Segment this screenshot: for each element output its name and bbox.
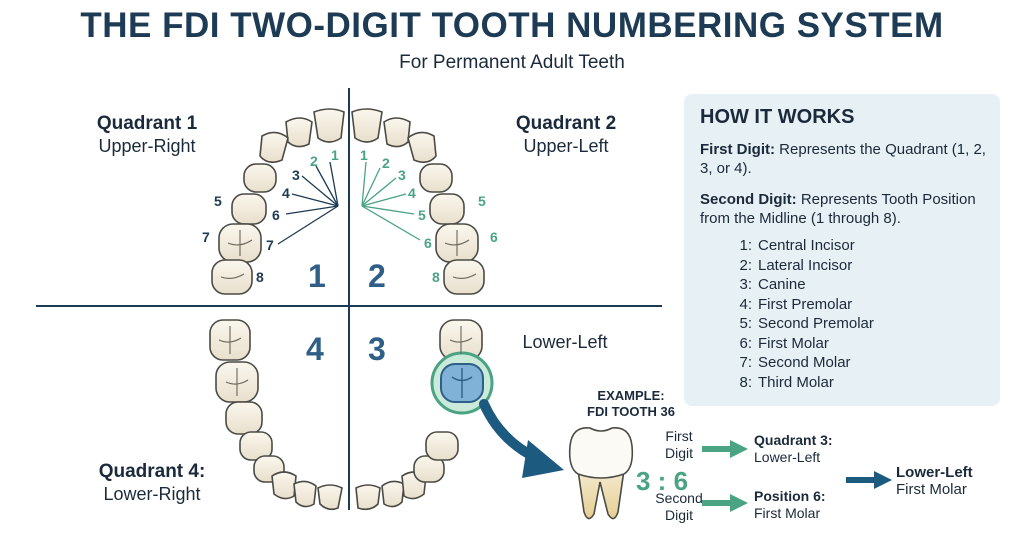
ul-callout-8: 8	[432, 269, 440, 285]
tooth-32	[381, 480, 405, 508]
quadrant-2-name: Quadrant 2	[515, 113, 617, 134]
quadrant-1-sub: Upper-Right	[98, 136, 196, 156]
quadrant-result: Quadrant 3: Lower-Left	[754, 432, 833, 465]
tooth-43	[271, 471, 297, 500]
first-digit-label: First Digit:	[700, 141, 775, 158]
molar-grooves	[218, 230, 477, 396]
upper-left-callout-lines	[361, 161, 421, 241]
tooth-15	[231, 193, 267, 225]
tooth-42	[293, 480, 317, 508]
list-item: 4:First Premolar	[739, 295, 853, 313]
ul-callout-3: 3	[398, 167, 406, 183]
example-tooth-illustration	[568, 427, 634, 520]
list-item: 1:Central Incisor	[739, 237, 855, 254]
ul-callout-1: 1	[360, 147, 368, 163]
ul-callout-5a: 5	[418, 207, 426, 223]
tooth-14	[243, 163, 277, 193]
tooth-position-list: 1:Central Incisor 2:Lateral Incisor 3:Ca…	[730, 236, 874, 392]
ul-callout-6a: 6	[424, 235, 432, 251]
page-title: THE FDI TWO-DIGIT TOOTH NUMBERING SYSTEM	[80, 6, 944, 45]
upper-left-callout-numbers: 1 2 3 4 5 5 6 6 8	[360, 147, 498, 285]
example-title-line2: FDI TOOTH 36	[587, 404, 675, 419]
lower-arch	[209, 319, 483, 511]
quadrant-1-name: Quadrant 1	[96, 113, 198, 134]
ul-callout-6b: 6	[490, 229, 498, 245]
tooth-23	[407, 131, 437, 164]
tooth-22	[383, 117, 411, 148]
result-arrow	[846, 471, 892, 489]
ur-callout-1: 1	[331, 147, 339, 163]
quadrant-4-label: Quadrant 4: Lower-Right	[52, 460, 252, 505]
quadrant-number-3: 3	[368, 331, 386, 367]
first-digit-explanation: First Digit: Represents the Quadrant (1,…	[700, 140, 992, 178]
ul-callout-5b: 5	[478, 193, 486, 209]
example-arrow-head	[522, 440, 564, 478]
example-title-line1: EXAMPLE:	[597, 388, 665, 403]
quadrant-1-label: Quadrant 1 Upper-Right	[52, 112, 242, 157]
upper-right-callout-numbers: 1 2 3 4 5 6 7 7 8	[202, 147, 339, 285]
quadrant-3-sub: Lower-Left	[522, 332, 608, 352]
second-digit-label: Second Digit:	[700, 191, 797, 208]
tooth-41	[317, 484, 343, 511]
digit-arrows	[702, 440, 748, 512]
tooth-31	[355, 484, 381, 511]
list-item: 3:Canine	[739, 276, 806, 293]
tooth-36-grooves	[451, 368, 473, 398]
tooth-27	[443, 259, 485, 295]
list-item: 5:Second Premolar	[739, 315, 874, 332]
example-title: EXAMPLE: FDI TOOTH 36	[536, 388, 726, 420]
ur-callout-8: 8	[256, 269, 264, 285]
quadrant-3-label: Lower-Left	[505, 331, 625, 353]
tooth-12	[285, 117, 313, 148]
how-it-works-title: HOW IT WORKS	[700, 106, 855, 128]
tooth-17	[211, 259, 253, 295]
quadrant-2-label: Quadrant 2 Upper-Left	[476, 112, 656, 157]
ul-callout-4: 4	[408, 185, 416, 201]
list-item: 7:Second Molar	[739, 354, 851, 371]
quadrant-numbers: 1 2 4 3	[306, 258, 386, 367]
first-digit-text: Represents the Quadrant (1, 2, 3, or 4).	[700, 141, 986, 177]
ur-callout-7b: 7	[266, 237, 274, 253]
example-digits: 3 : 6	[636, 466, 689, 496]
list-item: 6:First Molar	[739, 334, 829, 352]
ur-callout-5: 5	[214, 193, 222, 209]
position-result: Position 6: First Molar	[754, 488, 826, 521]
ur-callout-3: 3	[292, 167, 300, 183]
ul-callout-2: 2	[382, 155, 390, 171]
tooth-13	[259, 131, 289, 164]
list-item: 2:Lateral Incisor	[739, 256, 853, 274]
tooth-25	[429, 193, 465, 225]
quadrant-number-4: 4	[306, 331, 324, 367]
final-result: Lower-Left First Molar	[896, 464, 973, 498]
list-item: 8:Third Molar	[739, 373, 834, 391]
upper-right-callout-lines	[277, 161, 339, 245]
tooth-46	[225, 401, 263, 435]
ur-callout-2: 2	[310, 153, 318, 169]
ur-callout-4: 4	[282, 185, 290, 201]
quadrant-4-name: Quadrant 4:	[98, 461, 206, 482]
tooth-35	[425, 431, 459, 461]
quadrant-2-sub: Upper-Left	[523, 136, 609, 156]
quadrant-4-sub: Lower-Right	[103, 484, 201, 504]
second-digit-explanation: Second Digit: Represents Tooth Position …	[700, 190, 992, 228]
ur-callout-7a: 7	[202, 229, 210, 245]
second-digit-text: Represents Tooth Position from the Midli…	[700, 191, 976, 227]
how-it-works-panel: HOW IT WORKS First Digit: Represents the…	[684, 94, 1000, 406]
ur-callout-6: 6	[272, 207, 280, 223]
page-subtitle: For Permanent Adult Teeth	[399, 52, 625, 73]
tooth-21	[351, 108, 383, 143]
tooth-11	[313, 108, 345, 143]
quadrant-number-1: 1	[308, 258, 326, 294]
quadrant-number-2: 2	[368, 258, 386, 294]
tooth-24	[419, 163, 453, 193]
upper-arch	[211, 108, 485, 295]
